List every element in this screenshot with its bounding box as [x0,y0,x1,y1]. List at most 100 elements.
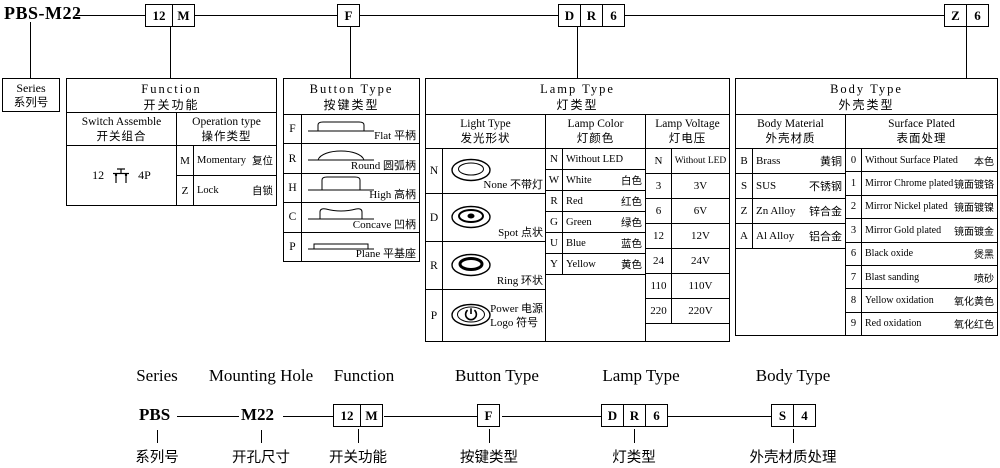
body-drop-line [966,27,967,78]
switch-assemble-value: 12 4P [67,146,176,205]
example-tick [489,429,490,443]
color-code: R [546,191,563,211]
surface-name-en: Blast sanding [865,271,920,283]
surface-name-zh: 氧化黄色 [954,296,994,308]
table-row: R Red 红色 [546,191,645,212]
surface-plated-header-en: Surface Plated [888,118,955,130]
code-box-lamp-type: D R 6 [558,4,625,27]
table-row: A Al Alloy 铝合金 [736,224,845,249]
button-shape-cell: Flat 平柄 [302,115,419,143]
color-code: U [546,233,563,253]
table-row: 6 6V [646,199,729,224]
button-type-label: High 高柄 [369,186,416,202]
operation-name-en: Lock [197,185,219,196]
switch-assemble-code: 12 [92,168,105,182]
surface-plated-header: Surface Plated 表面处理 [846,115,997,149]
spot-lamp-icon [451,205,491,228]
button-code: C [284,203,302,232]
button-code: P [284,232,302,262]
surface-name-zh: 煲黑 [974,250,994,262]
table-row: 1 Mirror Chrome plated 镜面镀铬 [846,172,997,196]
voltage-code: 24 [646,249,672,273]
color-name-en: White [566,174,592,186]
table-row: N Without LED [546,149,645,170]
surface-name-zh: 喷砂 [974,273,994,285]
code-cell: R [623,404,646,427]
surface-code: 8 [846,289,862,312]
code-cell: 12 [333,404,361,427]
table-row: 3 3V [646,174,729,199]
switch-assemble-column: Switch Assemble 开关组合 12 4P [67,113,177,205]
table-row: H High 高柄 [284,173,419,204]
light-name-en: None [483,179,508,191]
voltage-code: 110 [646,274,672,298]
table-row: Z Lock 自锁 [177,176,276,205]
body-table-title: Body Type 外壳类型 [736,79,997,115]
example-label-button-type: Button Type [455,366,539,385]
code-cell: S [771,404,794,427]
material-name-en: Brass [756,155,781,167]
table-row: 24 24V [646,249,729,274]
voltage-label: 12V [691,230,710,242]
series-prefix-text: PBS-M22 [4,3,82,23]
lamp-voltage-header-en: Lamp Voltage [655,118,720,130]
table-row: G Green 绿色 [546,212,645,233]
push-switch-symbol-icon [113,168,130,183]
code-cell: R [580,4,603,27]
function-drop-line [170,27,171,78]
lamp-voltage-column: Lamp Voltage 灯电压 N Without LED 3 3V 6 6V… [646,115,729,341]
code-cell: 6 [645,404,668,427]
body-type-table: Body Type 外壳类型 Body Material 外壳材质 B Bras… [735,78,998,336]
high-button-icon [308,176,374,191]
voltage-label: 110V [688,280,713,292]
lamp-type-table: Lamp Type 灯类型 Light Type 发光形状 N [425,78,730,342]
code-cell: F [477,404,500,427]
color-code: N [546,149,563,169]
table-row: Z Zn Alloy 锌合金 [736,199,845,224]
table-row: S SUS 不锈钢 [736,174,845,199]
table-row: F Flat 平柄 [284,115,419,145]
light-name-zh: 电源 [521,302,543,315]
lamp-table-body: Light Type 发光形状 N None 不带灯 [426,115,729,341]
light-code: D [426,194,443,241]
table-row: R Ring 环状 [426,242,545,290]
lamp-voltage-header-zh: 灯电压 [668,133,707,145]
color-name-zh: 黄色 [621,259,642,271]
button-table-title: Button Type 按键类型 [284,79,419,115]
switch-assemble-header: Switch Assemble 开关组合 [67,113,176,146]
light-name-zh: 环状 [521,275,543,287]
table-row: N None 不带灯 [426,149,545,194]
surface-code: 2 [846,195,862,219]
voltage-code: 12 [646,224,672,248]
example-label-function: Function [333,366,395,385]
voltage-label: 3V [693,180,708,192]
button-shape-cell: Round 圆弧柄 [302,144,419,172]
button-type-label: Flat 平柄 [374,127,416,143]
color-name-zh: 绿色 [621,217,642,229]
surface-name-en: Mirror Nickel plated [865,201,948,213]
material-code: A [736,224,753,248]
example-tick [157,430,158,443]
light-code: N [426,149,443,193]
surface-name-en: Mirror Gold plated [865,224,942,236]
lamp-voltage-header: Lamp Voltage 灯电压 [646,115,729,149]
table-row: U Blue 蓝色 [546,233,645,254]
code-cell: 12 [145,4,173,27]
button-name-en: Round [350,159,381,172]
color-code: G [546,212,563,232]
button-name-en: Plane [355,248,381,261]
light-code: R [426,242,443,289]
switch-assemble-pins: 4P [138,168,151,182]
light-name-en: Ring [496,275,519,287]
example-connector-line [502,416,601,417]
table-row: 7 Blast sanding 喷砂 [846,265,997,290]
button-type-label: Round 圆弧柄 [351,157,416,173]
table-row: 110 110V [646,274,729,299]
color-code: Y [546,254,563,274]
code-box-button-type: F [337,4,360,27]
surface-code: 9 [846,312,862,335]
button-table-body: F Flat 平柄 R [284,115,419,262]
button-code: H [284,173,302,203]
body-material-header-en: Body Material [757,118,824,130]
light-type-column: Light Type 发光形状 N None 不带灯 [426,115,546,341]
